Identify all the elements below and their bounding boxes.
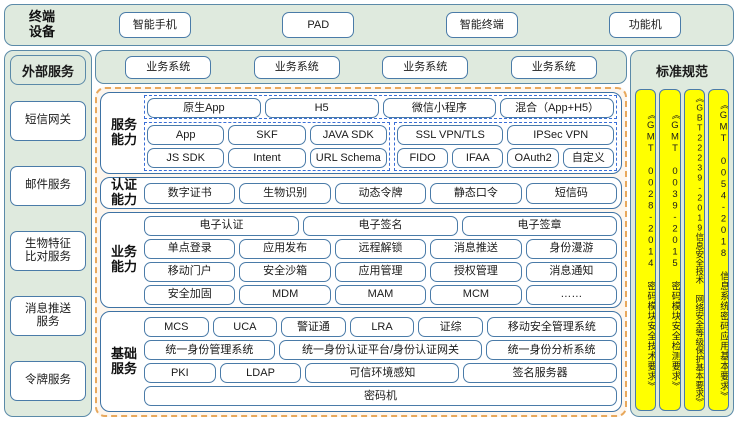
service-item-native-app[interactable]: 原生App bbox=[147, 98, 261, 118]
external-item-mail-service[interactable]: 邮件服务 bbox=[10, 165, 86, 206]
service-vpn-auth-group: SSL VPN/TLS IPSec VPN FIDO IFAA OAuth2 自… bbox=[393, 122, 617, 171]
service-item-js-sdk[interactable]: JS SDK bbox=[147, 148, 225, 168]
terminal-devices-items: 智能手机 PAD 智能终端 功能机 bbox=[73, 12, 727, 38]
service-item-intent[interactable]: Intent bbox=[228, 148, 306, 168]
auth-item-biometric[interactable]: 生物识别 bbox=[239, 182, 331, 204]
external-item-sms-gateway[interactable]: 短信网关 bbox=[10, 100, 86, 141]
standards-items: 《GMT 0028-2014 密码模块安全技术要求》 《GMT 0039-201… bbox=[635, 89, 729, 411]
business-item-message-push[interactable]: 消息推送 bbox=[430, 238, 522, 259]
service-item-url-schema[interactable]: URL Schema bbox=[309, 148, 387, 168]
service-item-ifaa[interactable]: IFAA bbox=[452, 148, 504, 168]
external-item-token-service[interactable]: 令牌服务 bbox=[10, 360, 86, 401]
base-item-ldap[interactable]: LDAP bbox=[219, 363, 302, 383]
service-item-fido[interactable]: FIDO bbox=[396, 148, 449, 168]
service-item-ipsec-vpn[interactable]: IPSec VPN bbox=[507, 125, 615, 145]
terminal-item-feature-phone[interactable]: 功能机 bbox=[609, 12, 682, 38]
terminal-item-smartphone[interactable]: 智能手机 bbox=[118, 12, 191, 38]
business-item-e-authentication[interactable]: 电子认证 bbox=[144, 215, 299, 236]
terminal-devices-title: 终端设备 bbox=[28, 9, 55, 39]
business-system-3[interactable]: 业务系统 bbox=[382, 55, 469, 79]
base-item-crypto-machine[interactable]: 密码机 bbox=[144, 386, 617, 406]
service-item-app[interactable]: App bbox=[147, 125, 225, 145]
base-item-unified-identity-management-system[interactable]: 统一身份管理系统 bbox=[144, 340, 275, 360]
business-item-secure-sandbox[interactable]: 安全沙箱 bbox=[239, 261, 331, 282]
lower-area: 外部服务 短信网关 邮件服务 生物特征比对服务 消息推送服务 令牌服务 业务系统… bbox=[4, 50, 734, 417]
service-sdk-and-vpn-groups: App SKF JAVA SDK JS SDK Intent URL Schem… bbox=[144, 122, 617, 171]
service-item-h5[interactable]: H5 bbox=[264, 98, 379, 118]
business-item-mdm[interactable]: MDM bbox=[239, 284, 331, 305]
business-item-remote-unlock[interactable]: 远程解锁 bbox=[334, 238, 427, 259]
standards-title: 标准规范 bbox=[655, 63, 708, 79]
base-item-jingzhengtong[interactable]: 警证通 bbox=[281, 317, 346, 337]
service-item-hybrid[interactable]: 混合（App+H5） bbox=[500, 98, 614, 118]
external-services-title: 外部服务 bbox=[10, 55, 86, 85]
service-sdk-group: App SKF JAVA SDK JS SDK Intent URL Schem… bbox=[144, 122, 390, 171]
business-system-1[interactable]: 业务系统 bbox=[125, 55, 212, 79]
base-item-pki[interactable]: PKI bbox=[144, 363, 216, 383]
business-capability-label: 业务能力 bbox=[110, 244, 137, 274]
standard-gmt-0039-2015[interactable]: 《GMT 0039-2015 密码模块安全检测要求》 bbox=[659, 89, 681, 411]
service-capability-label: 服务能力 bbox=[110, 117, 137, 147]
auth-item-static-password[interactable]: 静态口令 bbox=[430, 182, 522, 204]
auth-item-digital-certificate[interactable]: 数字证书 bbox=[144, 182, 236, 204]
standard-gbt-22239-2019[interactable]: 《GBT22239-2019信息安全技术 网络安全等级保护基本要求》 bbox=[683, 89, 705, 411]
business-item-mobile-portal[interactable]: 移动门户 bbox=[144, 261, 236, 282]
business-capability-body: 电子认证 电子签名 电子签章 单点登录 应用发布 远程解锁 消息推送 身份漫游 bbox=[144, 215, 618, 305]
business-item-authorization-management[interactable]: 授权管理 bbox=[430, 261, 522, 282]
standard-gmt-0028-2014[interactable]: 《GMT 0028-2014 密码模块安全技术要求》 bbox=[635, 89, 657, 411]
base-service-label: 基础服务 bbox=[110, 345, 137, 376]
base-item-uca[interactable]: UCA bbox=[212, 317, 278, 337]
auth-item-dynamic-token[interactable]: 动态令牌 bbox=[334, 182, 427, 204]
service-item-custom[interactable]: 自定义 bbox=[562, 148, 615, 168]
service-capability-block: 服务能力 原生App H5 微信小程序 混合（App+H5） bbox=[100, 92, 622, 174]
auth-item-sms-code[interactable]: 短信码 bbox=[525, 182, 618, 204]
auth-capability-body: 数字证书 生物识别 动态令牌 静态口令 短信码 bbox=[144, 182, 618, 204]
service-app-type-group: 原生App H5 微信小程序 混合（App+H5） bbox=[144, 95, 617, 119]
business-item-mam[interactable]: MAM bbox=[334, 284, 427, 305]
service-capability-body: 原生App H5 微信小程序 混合（App+H5） App SKF bbox=[144, 95, 617, 171]
auth-capability-block: 认证能力 数字证书 生物识别 动态令牌 静态口令 短信码 bbox=[100, 177, 622, 209]
service-item-java-sdk[interactable]: JAVA SDK bbox=[309, 125, 387, 145]
base-item-signature-server[interactable]: 签名服务器 bbox=[463, 363, 617, 383]
base-service-block: 基础服务 MCS UCA 警证通 LRA 证综 移动安全管理系统 统一身份管理系… bbox=[100, 311, 622, 412]
business-item-sso[interactable]: 单点登录 bbox=[144, 238, 236, 259]
terminal-devices-band: 终端设备 智能手机 PAD 智能终端 功能机 bbox=[4, 4, 734, 46]
base-item-mobile-security-management-system[interactable]: 移动安全管理系统 bbox=[486, 317, 617, 337]
service-item-ssl-vpn-tls[interactable]: SSL VPN/TLS bbox=[396, 125, 504, 145]
business-item-identity-roaming[interactable]: 身份漫游 bbox=[525, 238, 618, 259]
base-service-body: MCS UCA 警证通 LRA 证综 移动安全管理系统 统一身份管理系统 统一身… bbox=[144, 317, 617, 406]
external-item-message-push-service[interactable]: 消息推送服务 bbox=[10, 295, 86, 336]
standards-column: 标准规范 《GMT 0028-2014 密码模块安全技术要求》 《GMT 003… bbox=[630, 50, 734, 417]
service-item-skf[interactable]: SKF bbox=[228, 125, 306, 145]
business-systems-band: 业务系统 业务系统 业务系统 业务系统 bbox=[95, 50, 627, 84]
service-item-oauth2[interactable]: OAuth2 bbox=[507, 148, 559, 168]
base-item-unified-identity-auth-platform-gateway[interactable]: 统一身份认证平台/身份认证网关 bbox=[278, 340, 483, 360]
business-item-security-hardening[interactable]: 安全加固 bbox=[144, 284, 236, 305]
business-item-mcm[interactable]: MCM bbox=[430, 284, 522, 305]
standard-gmt-0054-2018[interactable]: 《GMT 0054-2018 信息系统密码应用基本要求》 bbox=[707, 89, 729, 411]
business-capability-block: 业务能力 电子认证 电子签名 电子签章 单点登录 应用发布 远程解锁 消息推送 bbox=[100, 212, 622, 308]
business-item-message-notification[interactable]: 消息通知 bbox=[525, 261, 618, 282]
business-item-more[interactable]: …… bbox=[525, 284, 618, 305]
auth-capability-label: 认证能力 bbox=[110, 177, 137, 207]
base-item-lra[interactable]: LRA bbox=[349, 317, 415, 337]
business-item-app-publish[interactable]: 应用发布 bbox=[239, 238, 331, 259]
business-system-4[interactable]: 业务系统 bbox=[510, 55, 597, 79]
business-item-e-seal[interactable]: 电子签章 bbox=[462, 215, 617, 236]
base-item-trusted-environment-awareness[interactable]: 可信环境感知 bbox=[305, 363, 460, 383]
external-item-biometric-compare-service[interactable]: 生物特征比对服务 bbox=[10, 230, 86, 271]
centre-column: 业务系统 业务系统 业务系统 业务系统 服务能力 原生App H5 微信小程序 bbox=[95, 50, 627, 417]
external-services-column: 外部服务 短信网关 邮件服务 生物特征比对服务 消息推送服务 令牌服务 bbox=[4, 50, 92, 417]
business-system-2[interactable]: 业务系统 bbox=[253, 55, 340, 79]
business-item-app-management[interactable]: 应用管理 bbox=[334, 261, 427, 282]
base-item-unified-identity-analysis-system[interactable]: 统一身份分析系统 bbox=[486, 340, 617, 360]
business-item-e-signature[interactable]: 电子签名 bbox=[303, 215, 458, 236]
terminal-item-smart-terminal[interactable]: 智能终端 bbox=[445, 12, 518, 38]
base-item-mcs[interactable]: MCS bbox=[144, 317, 209, 337]
terminal-item-pad[interactable]: PAD bbox=[282, 12, 355, 38]
service-item-wechat-miniprogram[interactable]: 微信小程序 bbox=[382, 98, 497, 118]
capability-stack: 服务能力 原生App H5 微信小程序 混合（App+H5） bbox=[95, 87, 627, 417]
base-item-zhengzong[interactable]: 证综 bbox=[418, 317, 483, 337]
external-services-items: 短信网关 邮件服务 生物特征比对服务 消息推送服务 令牌服务 bbox=[10, 90, 86, 411]
